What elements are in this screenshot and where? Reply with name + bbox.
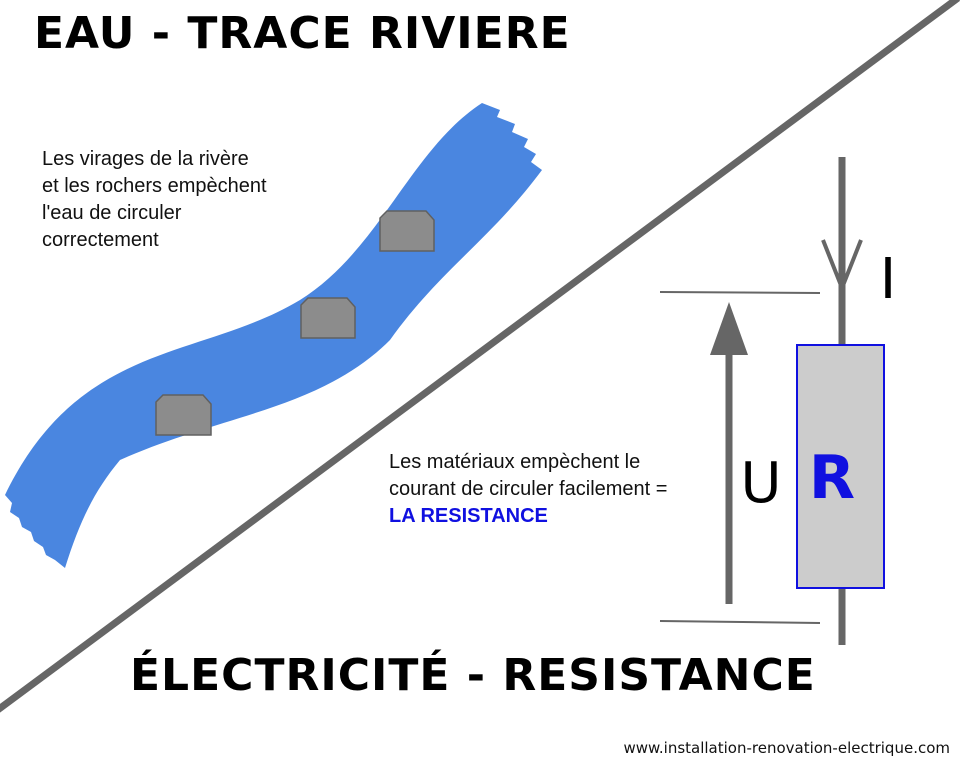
river-illustration <box>5 103 542 568</box>
rock-icon <box>155 394 212 436</box>
resistor-circuit <box>659 157 885 645</box>
water-caption-line: Les virages de la rivère <box>42 148 249 170</box>
diagonal-divider <box>0 0 960 713</box>
current-arrow-icon <box>821 239 863 294</box>
voltage-reference-bottom <box>659 620 821 624</box>
resistor-body <box>796 344 885 589</box>
current-symbol: I <box>880 247 897 312</box>
electric-caption: Les matériaux empèchent le courant de ci… <box>389 451 667 527</box>
resistor-symbol: R <box>809 443 855 513</box>
electric-caption-line: Les matériaux empèchent le <box>389 451 640 473</box>
water-caption-line: correctement <box>42 229 159 251</box>
voltage-symbol: U <box>741 451 782 516</box>
water-caption-line: l'eau de circuler <box>42 202 182 224</box>
electricity-title: ÉLECTRICITÉ - RESISTANCE <box>130 648 816 701</box>
resistance-highlight: LA RESISTANCE <box>389 505 548 527</box>
voltage-arrow-icon <box>710 302 748 355</box>
rock-icon <box>379 210 435 252</box>
water-caption: Les virages de la rivère et les rochers … <box>42 148 267 251</box>
water-title: EAU - TRACE RIVIERE <box>34 8 571 59</box>
voltage-reference-top <box>659 291 821 294</box>
website-link[interactable]: www.installation-renovation-electrique.c… <box>623 739 950 757</box>
electric-caption-line: courant de circuler facilement = <box>389 478 667 500</box>
water-caption-line: et les rochers empèchent <box>42 175 267 197</box>
rock-icon <box>300 297 356 339</box>
